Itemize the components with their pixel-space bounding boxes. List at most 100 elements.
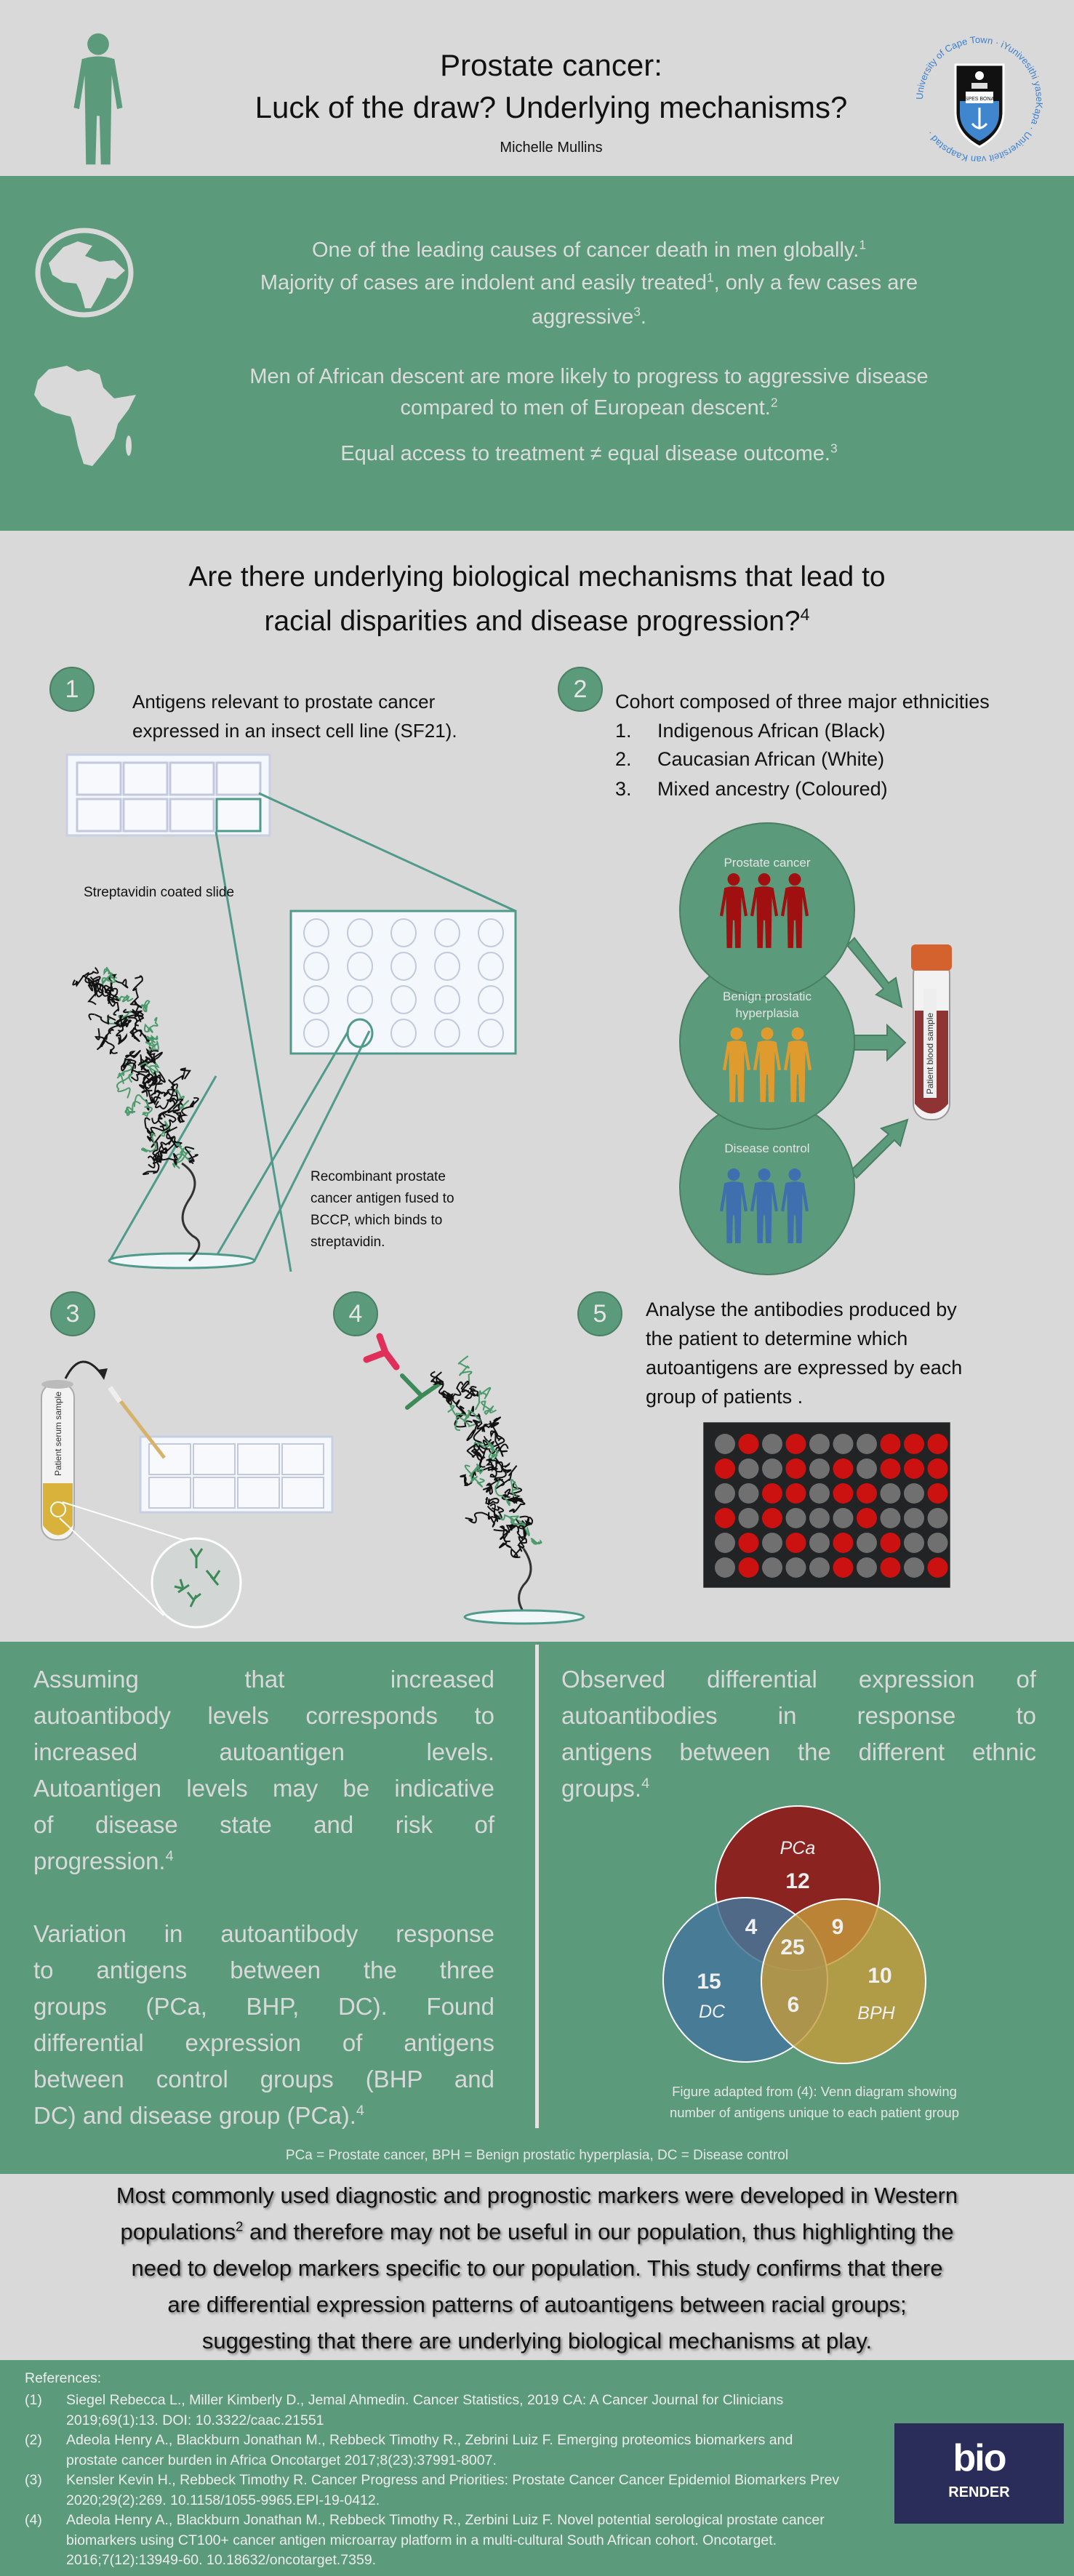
tube-label: Patient serum sample bbox=[53, 1392, 63, 1476]
reference-number: (4) bbox=[25, 2512, 42, 2528]
findings-paragraph-3: Observed differential expression of auto… bbox=[561, 1661, 1036, 1807]
text-segment: Men of African descent are more likely t… bbox=[249, 365, 929, 388]
abbreviation-legend: PCa = Prostate cancer, BPH = Benign pros… bbox=[285, 2148, 789, 2163]
uct-motto: SPES BONA bbox=[965, 97, 995, 102]
intro-line-2: Majority of cases are indolent and easil… bbox=[196, 268, 982, 297]
question-line-1: Are there underlying biological mechanis… bbox=[0, 558, 1074, 596]
text-segment: populations bbox=[120, 2219, 236, 2244]
superscript-citation: 4 bbox=[165, 1848, 174, 1864]
text-line: DC) and disease group (PCa).4 bbox=[33, 2098, 494, 2134]
text-segment: groups (PCa, BHP, DC). Found bbox=[33, 1993, 494, 2020]
well bbox=[347, 985, 373, 1014]
group-label: hyperplasia bbox=[736, 1006, 799, 1020]
spot-positive bbox=[762, 1483, 782, 1504]
spot-negative bbox=[809, 1533, 830, 1553]
ethnicity-item: 3.Mixed ancestry (Coloured) bbox=[615, 774, 888, 803]
spot-negative bbox=[927, 1508, 948, 1528]
blood-tube-icon: Patient blood sample bbox=[911, 944, 952, 1120]
spot-negative bbox=[857, 1557, 877, 1578]
slide-cell bbox=[281, 1477, 324, 1509]
spot-positive bbox=[904, 1458, 924, 1479]
biorender-logo: bio RENDER bbox=[894, 2423, 1064, 2524]
africa-map-icon bbox=[34, 366, 136, 466]
spot-positive bbox=[857, 1483, 877, 1504]
spot-positive bbox=[857, 1508, 877, 1528]
spot-negative bbox=[762, 1434, 782, 1454]
superscript-citation: 4 bbox=[356, 2103, 364, 2119]
spot-positive bbox=[738, 1533, 759, 1553]
slide-cell bbox=[281, 1443, 324, 1475]
venn-value-pca-bph: 9 bbox=[832, 1915, 844, 1939]
group-label: Benign prostatic bbox=[723, 990, 811, 1003]
text-segment: DC) and disease group (PCa). bbox=[33, 2102, 356, 2129]
well bbox=[478, 985, 504, 1014]
text-line: Observed differential expression of bbox=[561, 1661, 1036, 1698]
spot-positive bbox=[715, 1508, 735, 1528]
antigen-label-line: BCCP, which binds to bbox=[310, 1213, 443, 1228]
spot-positive bbox=[880, 1533, 901, 1553]
spot-positive bbox=[785, 1458, 806, 1479]
group-label: Disease control bbox=[724, 1141, 809, 1155]
spot-negative bbox=[927, 1533, 948, 1553]
intro-line-4: Men of African descent are more likely t… bbox=[196, 362, 982, 391]
reference-number: (2) bbox=[25, 2432, 42, 2448]
spot-negative bbox=[833, 1434, 854, 1454]
streptavidin-slide bbox=[65, 753, 271, 837]
antigen-label-line: cancer antigen fused to bbox=[310, 1191, 454, 1206]
text-segment: differential expression of antigens bbox=[33, 2029, 494, 2056]
biorender-logo-top: bio bbox=[953, 2437, 1007, 2479]
text-line: differential expression of antigens bbox=[33, 2025, 494, 2061]
spot-negative bbox=[715, 1434, 735, 1454]
spot-negative bbox=[715, 1533, 735, 1553]
arrow-icon bbox=[854, 1023, 907, 1062]
spot-negative bbox=[904, 1557, 924, 1578]
caption-line: Figure adapted from (4): Venn diagram sh… bbox=[672, 2084, 957, 2099]
intro-line-5: compared to men of European descent.2 bbox=[196, 393, 982, 422]
venn-value-pca-dc: 4 bbox=[745, 1915, 758, 1939]
author-name: Michelle Mullins bbox=[500, 140, 603, 156]
step-1-badge: 1 bbox=[49, 667, 95, 712]
text-segment: autoantibody levels corresponds to bbox=[33, 1702, 494, 1729]
slide-cell bbox=[215, 761, 262, 796]
antigen-label-line: streptavidin. bbox=[310, 1235, 385, 1250]
reference-line: 2019;69(1):13. DOI: 10.3322/caac.21551 bbox=[66, 2412, 324, 2428]
venn-circle-bph bbox=[761, 1898, 926, 2064]
venn-diagram: 12 4 9 25 15 6 10 PCa DC BPH bbox=[662, 1805, 926, 2064]
slide-cell bbox=[169, 798, 215, 832]
bead-disk bbox=[463, 1609, 585, 1625]
superscript-citation: 1 bbox=[707, 270, 714, 285]
text-segment: between control groups (BHP and bbox=[33, 2066, 494, 2093]
venn-value-all: 25 bbox=[780, 1935, 804, 1959]
spot-positive bbox=[927, 1483, 948, 1504]
reference-line: Siegel Rebecca L., Miller Kimberly D., J… bbox=[66, 2392, 784, 2408]
text-line: groups (PCa, BHP, DC). Found bbox=[33, 1989, 494, 2025]
spot-negative bbox=[715, 1557, 735, 1578]
step-2-badge: 2 bbox=[558, 667, 603, 712]
spot-positive bbox=[785, 1434, 806, 1454]
spot-positive bbox=[904, 1434, 924, 1454]
spot-negative bbox=[738, 1458, 759, 1479]
intro-section bbox=[0, 176, 1074, 531]
antibody-icon bbox=[174, 1548, 221, 1608]
spot-negative bbox=[857, 1434, 877, 1454]
step-1-text-2: expressed in an insect cell line (SF21). bbox=[132, 720, 457, 742]
spot-negative bbox=[880, 1483, 901, 1504]
item-text: Indigenous African (Black) bbox=[657, 720, 886, 742]
step-1-text-1: Antigens relevant to prostate cancer bbox=[132, 691, 436, 713]
well bbox=[303, 1019, 329, 1048]
text-segment: aggressive bbox=[532, 305, 634, 329]
conclusion-line: are differential expression patterns of … bbox=[0, 2287, 1074, 2323]
text-line: increased autoantigen levels. bbox=[33, 1734, 494, 1770]
reference-line: Adeola Henry A., Blackburn Jonathan M., … bbox=[66, 2432, 793, 2448]
slide-zoom-wells bbox=[289, 910, 517, 1055]
spot-negative bbox=[809, 1508, 830, 1528]
venn-value-dc-only: 15 bbox=[697, 1970, 721, 1994]
text-segment: . bbox=[640, 305, 646, 329]
biorender-logo-bottom: RENDER bbox=[948, 2484, 1010, 2500]
spot-positive bbox=[785, 1483, 806, 1504]
step-5-text-2: the patient to determine which bbox=[646, 1328, 908, 1349]
venn-label-pca: PCa bbox=[780, 1838, 816, 1858]
item-number: 3. bbox=[615, 778, 632, 800]
well bbox=[303, 985, 329, 1014]
text-segment: increased autoantigen levels. bbox=[33, 1738, 494, 1765]
